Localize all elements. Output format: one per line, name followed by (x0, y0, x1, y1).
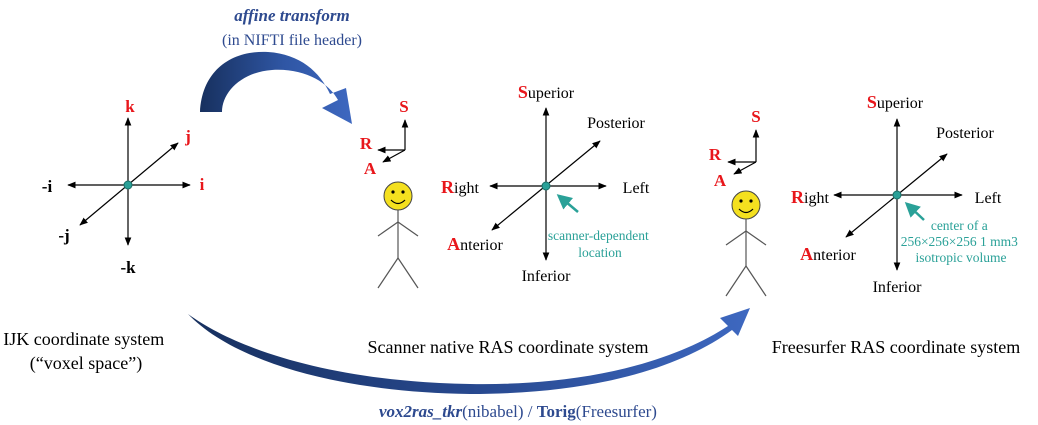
vox2ras-tkr-label: vox2ras_tkr(nibabel) / Torig(Freesurfer) (379, 402, 657, 421)
ijk-label-j: j (184, 127, 191, 146)
scanner-stick-figure (377, 181, 419, 289)
freesurfer-inferior-label: Inferior (873, 279, 923, 296)
scanner-note-arrow (556, 194, 579, 213)
scanner-mini-s: S (399, 97, 408, 116)
ijk-label-neg-i: -i (42, 177, 53, 196)
ijk-label-i: i (200, 175, 205, 194)
freesurfer-mini-s: S (751, 107, 760, 126)
freesurfer-note-arrow (904, 201, 925, 221)
scanner-left-label: Left (623, 180, 650, 197)
vox2ras-tkr-arrow (188, 308, 750, 394)
smiley-face-icon (731, 190, 761, 220)
scanner-posterior-label: Posterior (587, 115, 645, 132)
freesurfer-anterior-label: Anterior (800, 244, 856, 264)
scanner-right-label: Right (441, 177, 479, 197)
scanner-mini-r: R (360, 134, 373, 153)
freesurfer-mini-r: R (709, 145, 722, 164)
freesurfer-note: center of a 256×256×256 1 mm3 isotropic … (901, 218, 1022, 265)
ijk-caption: IJK coordinate system (“voxel space”) (3, 329, 168, 374)
affine-transform-arrow (200, 51, 352, 125)
scanner-superior-label: Superior (518, 82, 575, 102)
freesurfer-posterior-label: Posterior (936, 125, 994, 142)
scanner-mini-a: A (364, 159, 377, 178)
scanner-note: scanner-dependent location (548, 228, 652, 260)
freesurfer-stick-figure (725, 190, 767, 297)
freesurfer-mini-axes (727, 129, 760, 175)
smiley-face-icon (383, 181, 413, 211)
scanner-anterior-label: Anterior (447, 234, 503, 254)
scanner-mini-axes (377, 119, 409, 163)
freesurfer-superior-label: Superior (867, 92, 924, 112)
ijk-origin-dot (123, 180, 133, 190)
scanner-inferior-label: Inferior (522, 268, 572, 285)
freesurfer-right-label: Right (791, 187, 829, 207)
freesurfer-caption: Freesurfer RAS coordinate system (772, 337, 1020, 357)
affine-transform-label: affine transform (234, 6, 349, 25)
scanner-caption: Scanner native RAS coordinate system (368, 337, 649, 357)
ijk-label-neg-k: -k (120, 258, 136, 277)
ijk-label-neg-j: -j (58, 226, 69, 245)
ijk-label-k: k (125, 97, 135, 116)
freesurfer-origin-dot (892, 190, 902, 200)
scanner-origin-dot (541, 181, 551, 191)
affine-transform-sublabel: (in NIFTI file header) (222, 32, 362, 49)
freesurfer-mini-a: A (714, 171, 727, 190)
freesurfer-left-label: Left (975, 190, 1002, 207)
